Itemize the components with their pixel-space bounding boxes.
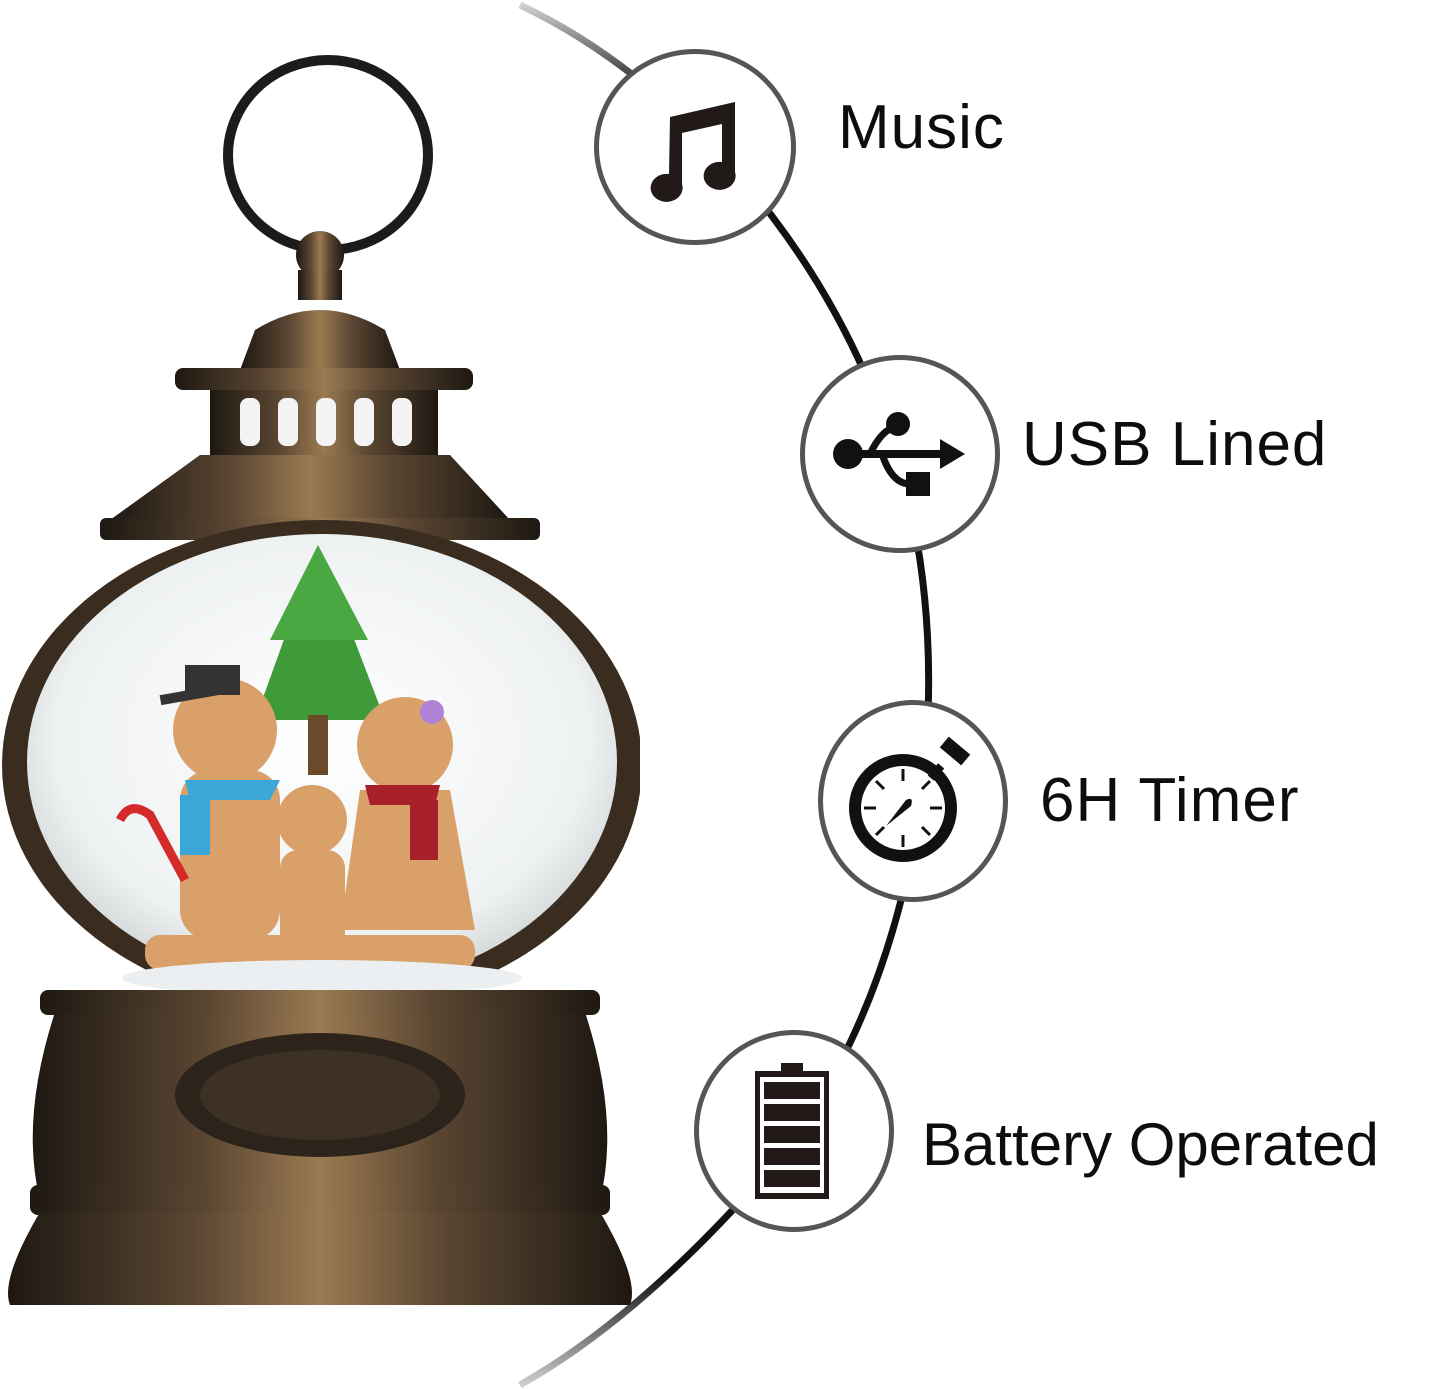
feature-label-battery: Battery Operated <box>922 1111 1379 1178</box>
music-note-icon <box>650 102 736 202</box>
battery-feature-badge <box>694 1030 894 1232</box>
music-feature-badge <box>594 49 796 245</box>
battery-icon <box>755 1063 829 1199</box>
timer-feature-badge <box>818 700 1008 902</box>
usb-icon <box>833 412 965 496</box>
feature-label-music: Music <box>838 93 1005 162</box>
stopwatch-icon <box>849 736 971 862</box>
lantern-illustration <box>2 55 640 1305</box>
feature-label-usb: USB Lined <box>1022 410 1328 479</box>
feature-label-timer: 6H Timer <box>1040 766 1300 835</box>
usb-feature-badge <box>800 355 1000 553</box>
